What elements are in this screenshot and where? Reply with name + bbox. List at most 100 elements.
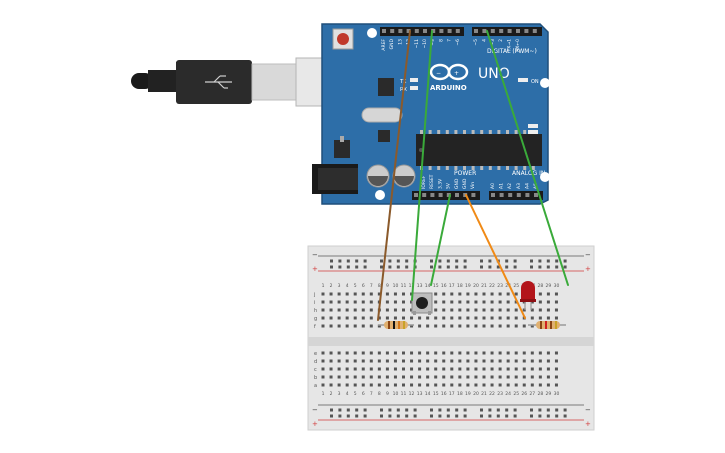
breadboard-hole[interactable] [466,351,470,355]
breadboard-hole[interactable] [361,375,365,379]
breadboard-hole[interactable] [418,383,422,387]
breadboard-hole[interactable] [393,292,397,296]
rail-hole[interactable] [546,259,550,263]
breadboard-hole[interactable] [361,316,365,320]
rail-hole[interactable] [338,265,342,269]
breadboard-hole[interactable] [418,367,422,371]
breadboard-hole[interactable] [442,359,446,363]
breadboard-hole[interactable] [410,375,414,379]
header-pin-hole[interactable] [490,29,495,33]
breadboard-hole[interactable] [474,300,478,304]
rail-hole[interactable] [563,414,567,418]
breadboard-hole[interactable] [329,316,333,320]
breadboard-hole[interactable] [418,316,422,320]
breadboard-hole[interactable] [554,300,558,304]
breadboard-hole[interactable] [482,375,486,379]
breadboard-hole[interactable] [490,367,494,371]
breadboard-hole[interactable] [522,324,526,328]
breadboard-hole[interactable] [329,308,333,312]
breadboard-hole[interactable] [369,375,373,379]
breadboard-hole[interactable] [530,359,534,363]
header-pin-hole[interactable] [438,193,443,197]
breadboard-hole[interactable] [442,300,446,304]
breadboard-hole[interactable] [538,367,542,371]
breadboard-hole[interactable] [490,292,494,296]
breadboard-hole[interactable] [361,383,365,387]
breadboard-hole[interactable] [538,316,542,320]
header-pin-hole[interactable] [446,193,451,197]
rail-hole[interactable] [380,265,383,269]
breadboard-hole[interactable] [514,351,518,355]
rail-hole[interactable] [563,259,567,263]
rail-hole[interactable] [496,408,500,412]
breadboard-hole[interactable] [402,367,405,371]
breadboard-hole[interactable] [458,359,462,363]
breadboard-hole[interactable] [377,351,381,355]
breadboard-hole[interactable] [546,300,550,304]
rail-hole[interactable] [396,265,400,269]
breadboard-hole[interactable] [426,351,430,355]
breadboard-hole[interactable] [321,367,325,371]
breadboard-hole[interactable] [434,308,438,312]
breadboard-hole[interactable] [385,300,389,304]
breadboard-hole[interactable] [361,324,365,328]
breadboard-hole[interactable] [554,316,558,320]
breadboard-hole[interactable] [361,292,365,296]
rail-hole[interactable] [480,408,483,412]
breadboard-hole[interactable] [345,292,349,296]
rail-hole[interactable] [405,408,409,412]
header-pin-hole[interactable] [455,193,459,197]
breadboard-hole[interactable] [361,351,365,355]
header-pin-hole[interactable] [508,193,513,197]
header-pin-hole[interactable] [507,29,512,33]
breadboard-hole[interactable] [450,367,454,371]
breadboard-hole[interactable] [538,383,542,387]
breadboard-hole[interactable] [522,308,526,312]
breadboard-hole[interactable] [377,292,381,296]
breadboard-hole[interactable] [554,351,558,355]
breadboard-hole[interactable] [442,351,446,355]
breadboard-hole[interactable] [450,324,454,328]
breadboard-hole[interactable] [514,383,518,387]
breadboard-hole[interactable] [546,316,550,320]
breadboard-hole[interactable] [522,383,526,387]
rail-hole[interactable] [438,408,442,412]
breadboard-hole[interactable] [434,300,438,304]
breadboard-hole[interactable] [369,316,373,320]
header-pin-hole[interactable] [398,29,403,33]
breadboard-hole[interactable] [538,359,542,363]
breadboard-hole[interactable] [458,308,462,312]
breadboard-hole[interactable] [474,375,478,379]
breadboard-hole[interactable] [554,292,558,296]
rail-hole[interactable] [346,259,350,263]
breadboard-hole[interactable] [345,383,349,387]
header-pin-hole[interactable] [455,29,460,33]
breadboard-hole[interactable] [361,359,365,363]
breadboard-hole[interactable] [393,367,397,371]
breadboard-hole[interactable] [385,359,389,363]
header-pin-hole[interactable] [390,29,395,33]
rail-hole[interactable] [446,259,450,263]
breadboard-hole[interactable] [418,375,422,379]
breadboard-hole[interactable] [474,308,478,312]
rail-hole[interactable] [488,408,492,412]
breadboard-hole[interactable] [554,308,558,312]
breadboard-hole[interactable] [337,383,341,387]
rail-hole[interactable] [505,408,509,412]
breadboard-hole[interactable] [393,308,397,312]
breadboard-hole[interactable] [482,351,486,355]
rail-hole[interactable] [405,259,409,263]
breadboard-hole[interactable] [530,351,534,355]
breadboard-hole[interactable] [434,375,438,379]
breadboard-hole[interactable] [353,308,357,312]
breadboard-hole[interactable] [361,300,365,304]
rail-hole[interactable] [438,259,442,263]
rail-hole[interactable] [363,259,367,263]
header-pin-hole[interactable] [516,29,520,33]
breadboard-hole[interactable] [402,300,405,304]
breadboard-hole[interactable] [458,351,462,355]
breadboard-hole[interactable] [434,359,438,363]
breadboard-hole[interactable] [353,292,357,296]
wire-orange[interactable] [465,194,526,319]
